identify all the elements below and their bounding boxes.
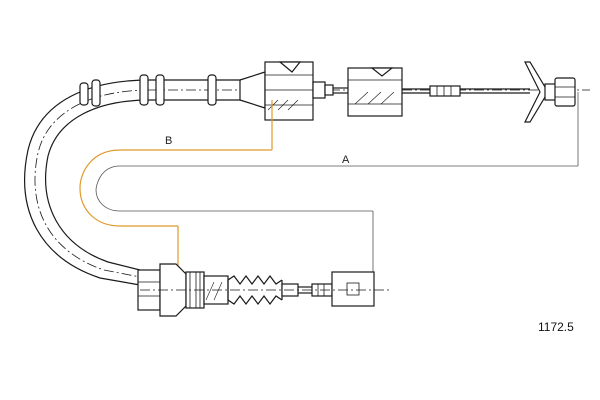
dimension-a-label: A bbox=[342, 154, 350, 166]
upper-end-plate bbox=[524, 61, 576, 123]
upper-inner-cable bbox=[333, 67, 530, 117]
part-number: 1172.5 bbox=[538, 320, 574, 334]
dimension-a bbox=[95, 92, 579, 272]
dimension-b bbox=[79, 100, 273, 270]
dimension-b-label: B bbox=[165, 135, 172, 147]
upper-adjuster-fitting bbox=[239, 61, 334, 121]
sheath-rings bbox=[79, 74, 217, 107]
lower-inner-cable bbox=[140, 271, 390, 307]
